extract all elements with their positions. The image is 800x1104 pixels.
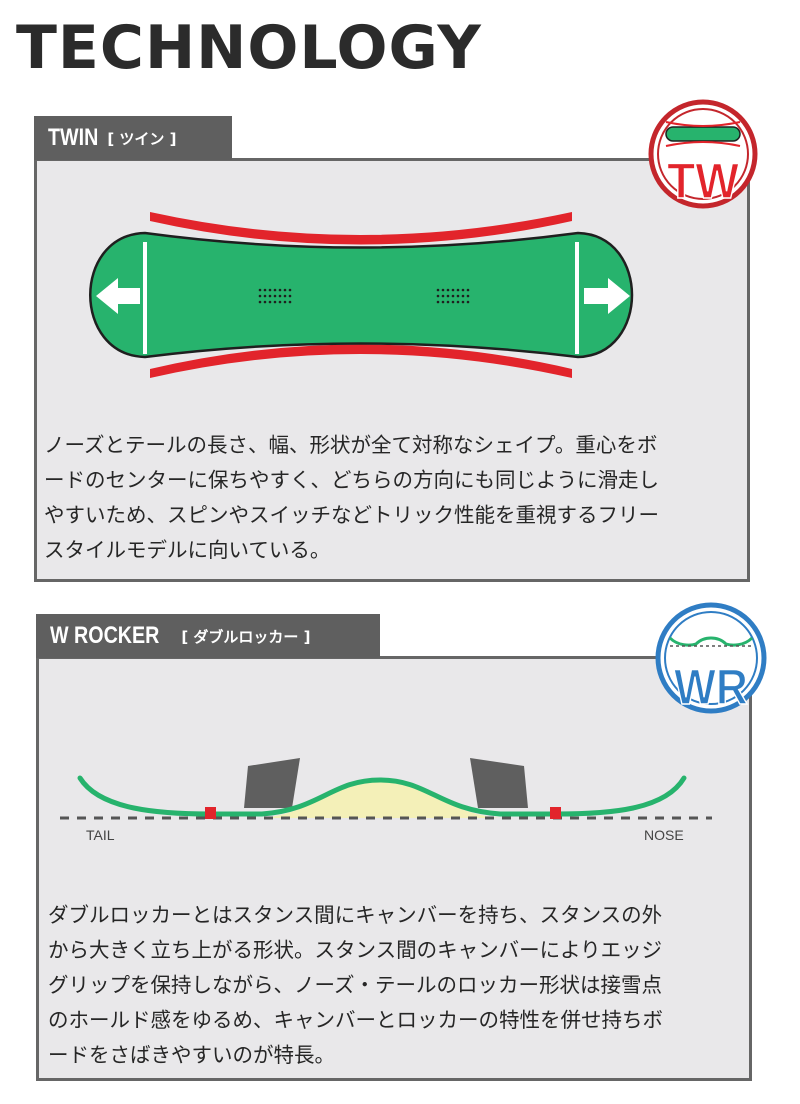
twin-bottom-flex-arc: [150, 344, 572, 378]
twin-top-flex-arc: [150, 212, 572, 245]
wrocker-description-line: グリップを保持しながら、ノーズ・テールのロッカー形状は接雪点: [48, 973, 662, 997]
wrocker-tab-name: W ROCKER: [50, 622, 160, 649]
twin-description-line: やすいため、スピンやスイッチなどトリック性能を重視するフリー: [44, 503, 659, 527]
wr-binding-left: [244, 758, 300, 808]
wr-binding-right: [470, 758, 528, 808]
wr-camber-zone: [262, 780, 500, 818]
wr-badge: WR: [655, 602, 767, 716]
twin-right-arrow: [584, 278, 630, 314]
wrocker-description: ダブルロッカーとはスタンス間にキャンバーを持ち、スタンスの外 から大きく立ち上が…: [48, 898, 663, 1073]
wr-contact-point-tail: [205, 807, 216, 819]
twin-left-arrow: [96, 278, 140, 314]
wrocker-tab: W ROCKER [ ダブルロッカー ]: [36, 614, 380, 658]
wrocker-description-line: から大きく立ち上がる形状。スタンス間のキャンバーによりエッジ: [48, 938, 663, 962]
twin-nose-line: [575, 242, 579, 354]
twin-board-shape: [89, 231, 634, 359]
twin-tab-name: TWIN: [48, 124, 99, 151]
wr-board-profile: [77, 775, 687, 817]
wrocker-description-line: ダブルロッカーとはスタンス間にキャンバーを持ち、スタンスの外: [48, 903, 663, 927]
twin-description-line: ノーズとテールの長さ、幅、形状が全て対称なシェイプ。重心をボ: [44, 433, 658, 457]
wrocker-description-line: のホールド感をゆるめ、キャンバーとロッカーの特性を併せ持ちボ: [48, 1008, 663, 1032]
wr-contact-point-nose: [550, 807, 561, 819]
page-title: TECHNOLOGY: [16, 13, 482, 83]
tw-badge: TW: [648, 99, 758, 210]
tw-badge-text: TW: [667, 153, 740, 209]
twin-tail-line: [143, 242, 147, 354]
twin-description: ノーズとテールの長さ、幅、形状が全て対称なシェイプ。重心をボ ードのセンターに保…: [44, 428, 659, 568]
wrocker-tab-subtitle: [ ダブルロッカー ]: [181, 627, 311, 646]
wr-badge-profile-icon: [668, 636, 754, 647]
wr-badge-text: WR: [674, 659, 748, 715]
twin-description-line: スタイルモデルに向いている。: [44, 538, 331, 562]
twin-tab-subtitle: [ ツイン ]: [107, 129, 177, 148]
wrocker-panel: [36, 656, 752, 1081]
twin-inserts-right: [436, 288, 470, 304]
wr-tail-label: TAIL: [86, 827, 115, 843]
twin-tab: TWIN [ ツイン ]: [34, 116, 232, 160]
twin-description-line: ードのセンターに保ちやすく、どちらの方向にも同じように滑走し: [44, 468, 659, 492]
wr-nose-label: NOSE: [644, 827, 684, 843]
twin-inserts-left: [258, 288, 292, 304]
wrocker-description-line: ードをさばきやすいのが特長。: [48, 1043, 335, 1067]
